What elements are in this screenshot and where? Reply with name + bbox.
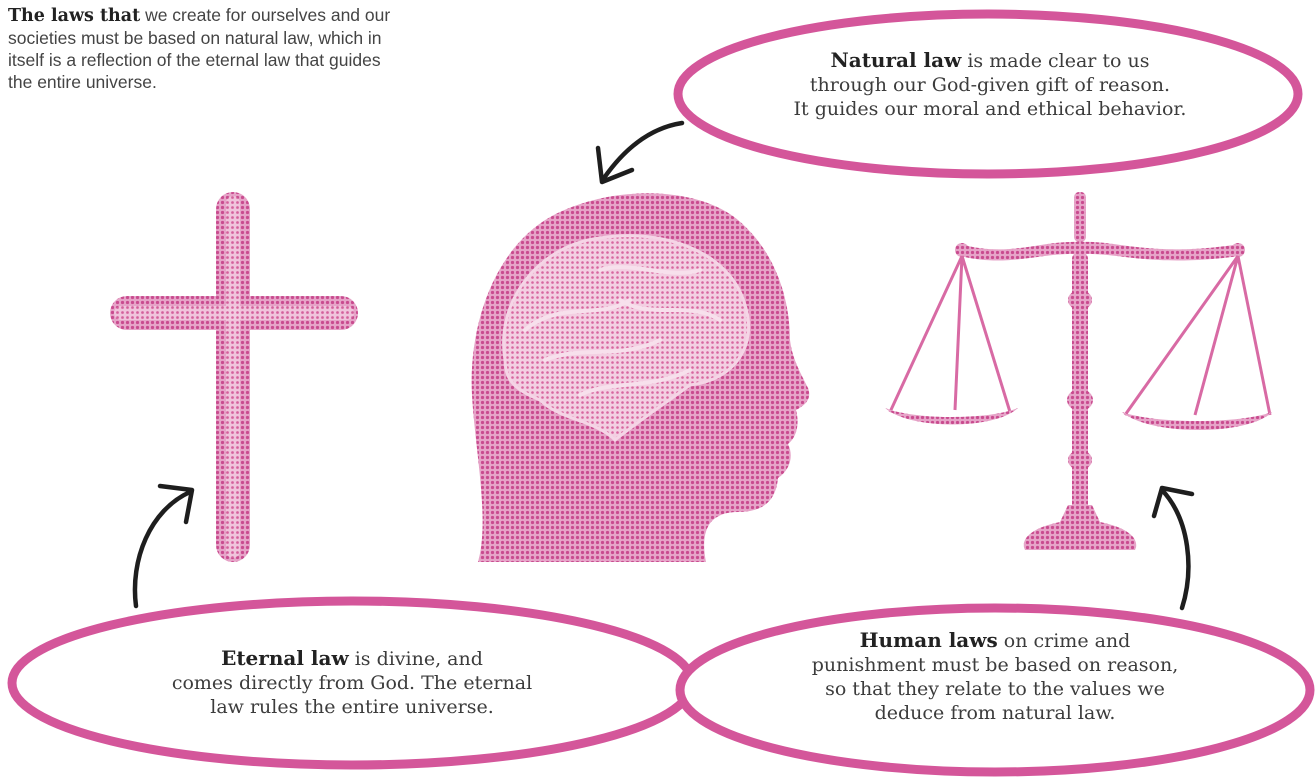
intro-line-3: itself is a reflection of the eternal la… <box>8 50 381 70</box>
intro-bold: The laws that <box>8 6 140 26</box>
cross-icon <box>110 192 358 562</box>
eternal-line-3: law rules the entire universe. <box>110 695 594 719</box>
arrow-natural-to-head <box>598 123 682 182</box>
human-line-1: on crime and <box>998 630 1131 652</box>
natural-line-1: is made clear to us <box>961 50 1149 72</box>
arrow-human-to-scales <box>1154 488 1192 608</box>
arrow-eternal-to-cross <box>135 486 192 606</box>
human-laws-title: Human laws <box>860 628 998 652</box>
human-line-2: punishment must be based on reason, <box>735 653 1255 677</box>
human-line-4: deduce from natural law. <box>735 701 1255 725</box>
intro-line-1: we create for ourselves and our <box>140 5 390 25</box>
human-laws-text: Human laws on crime and punishment must … <box>735 628 1255 725</box>
eternal-law-text: Eternal law is divine, and comes directl… <box>110 646 594 719</box>
head-brain-icon <box>472 193 810 562</box>
natural-law-title: Natural law <box>830 48 961 72</box>
intro-paragraph: The laws that we create for ourselves an… <box>8 4 528 93</box>
natural-line-3: It guides our moral and ethical behavior… <box>720 97 1260 121</box>
intro-line-2: societies must be based on natural law, … <box>8 28 382 48</box>
intro-line-4: the entire universe. <box>8 72 157 92</box>
eternal-line-2: comes directly from God. The eternal <box>110 671 594 695</box>
human-line-3: so that they relate to the values we <box>735 677 1255 701</box>
eternal-line-1: is divine, and <box>349 648 483 670</box>
natural-line-2: through our God-given gift of reason. <box>720 73 1260 97</box>
natural-law-text: Natural law is made clear to us through … <box>720 48 1260 121</box>
scales-of-justice-icon <box>885 192 1272 550</box>
eternal-law-title: Eternal law <box>221 646 349 670</box>
